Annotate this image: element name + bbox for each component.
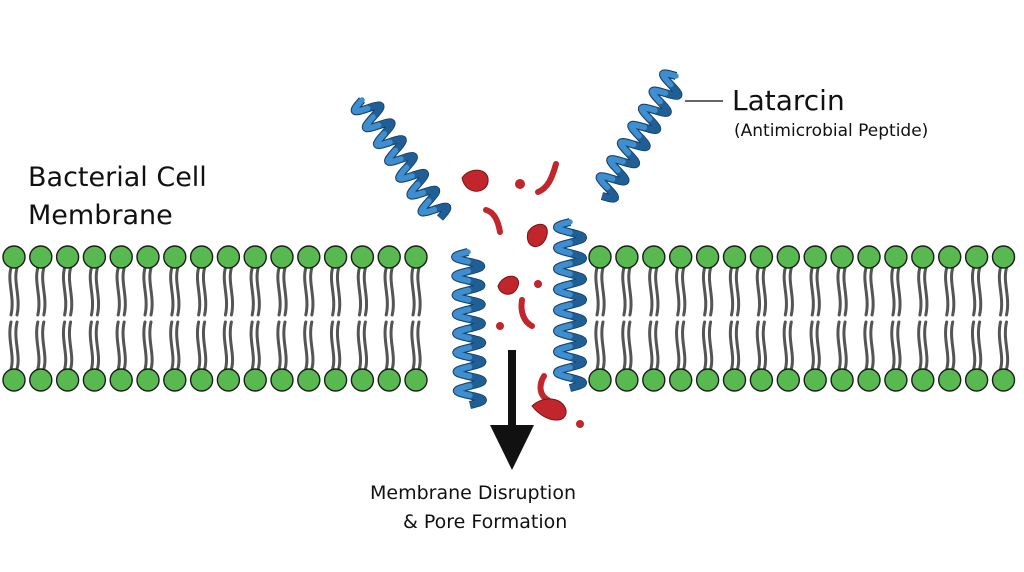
phospholipid-icon bbox=[109, 245, 133, 392]
membrane-fragment-icon bbox=[515, 179, 525, 189]
membrane-fragment-icon bbox=[497, 275, 520, 295]
phospholipid-icon bbox=[350, 245, 375, 392]
phospholipid-icon bbox=[588, 245, 612, 392]
phospholipid-icon bbox=[82, 245, 107, 392]
alpha-helix-icon bbox=[451, 248, 487, 409]
phospholipid-icon bbox=[615, 245, 639, 392]
membrane-fragment-icon bbox=[537, 373, 551, 403]
bacterial-membrane-bilayer bbox=[2, 245, 1016, 392]
phospholipid-icon bbox=[857, 245, 881, 392]
phospholipid-icon bbox=[270, 245, 294, 392]
membrane-fragment-icon bbox=[496, 322, 504, 330]
phospholipid-icon bbox=[136, 245, 160, 392]
membrane-fragment-icon bbox=[531, 398, 567, 421]
membrane-label-line1: Bacterial Cell bbox=[28, 162, 207, 193]
phospholipid-icon bbox=[669, 245, 693, 392]
membrane-fragment-icon bbox=[526, 223, 548, 247]
latarcin-peptides bbox=[350, 69, 683, 409]
membrane-label-line2: Membrane bbox=[28, 200, 173, 231]
phospholipid-icon bbox=[695, 245, 720, 392]
alpha-helix-icon bbox=[350, 97, 452, 221]
caption-line1: Membrane Disruption bbox=[370, 482, 576, 504]
phospholipid-icon bbox=[938, 245, 962, 392]
phospholipid-icon bbox=[189, 245, 214, 392]
phospholipid-icon bbox=[377, 245, 401, 392]
membrane-fragment-icon bbox=[534, 280, 542, 288]
alpha-helix-icon bbox=[595, 69, 683, 203]
phospholipid-icon bbox=[830, 245, 854, 392]
phospholipid-icon bbox=[722, 245, 747, 392]
phospholipid-icon bbox=[776, 245, 800, 392]
peptide-description-label: (Antimicrobial Peptide) bbox=[734, 121, 929, 141]
alpha-helix-icon bbox=[553, 218, 587, 392]
membrane-fragment-icon bbox=[535, 161, 559, 195]
membrane-fragments bbox=[461, 161, 584, 428]
phospholipid-icon bbox=[404, 245, 428, 392]
phospholipid-icon bbox=[991, 245, 1016, 392]
phospholipid-icon bbox=[29, 245, 53, 392]
phospholipid-icon bbox=[2, 245, 26, 392]
membrane-fragment-icon bbox=[518, 297, 535, 329]
phospholipid-icon bbox=[911, 245, 935, 392]
phospholipid-icon bbox=[964, 245, 989, 392]
membrane-fragment-icon bbox=[576, 420, 584, 428]
down-arrow-icon bbox=[490, 350, 534, 470]
caption-line2: & Pore Formation bbox=[403, 511, 568, 533]
phospholipid-icon bbox=[642, 245, 666, 392]
phospholipid-icon bbox=[243, 245, 267, 392]
phospholipid-icon bbox=[297, 245, 321, 392]
phospholipid-icon bbox=[163, 245, 187, 392]
phospholipid-icon bbox=[803, 245, 827, 392]
phospholipid-icon bbox=[884, 245, 908, 392]
peptide-name-label: Latarcin bbox=[732, 84, 845, 117]
phospholipid-icon bbox=[55, 245, 80, 392]
phospholipid-icon bbox=[216, 245, 241, 392]
membrane-fragment-icon bbox=[461, 169, 489, 192]
phospholipid-icon bbox=[749, 245, 774, 392]
phospholipid-icon bbox=[323, 245, 348, 392]
membrane-fragment-icon bbox=[483, 207, 503, 235]
